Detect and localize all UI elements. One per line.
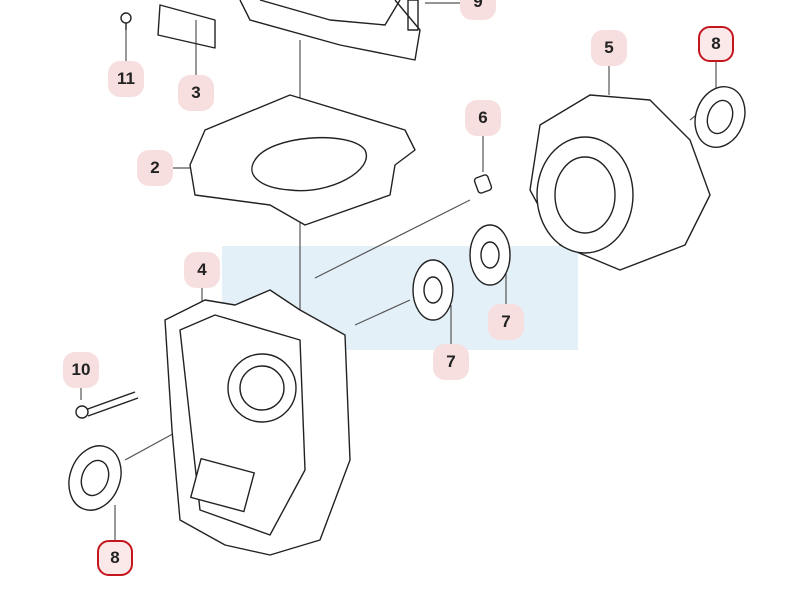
callout-5[interactable]: 5: [591, 30, 627, 66]
callout-4[interactable]: 4: [184, 252, 220, 288]
callout-10[interactable]: 10: [63, 352, 99, 388]
callout-8-highlighted-right[interactable]: 8: [698, 26, 734, 62]
screw-11: [120, 12, 132, 30]
bolt-10: [75, 391, 139, 419]
pin-6: [473, 174, 493, 194]
callout-6[interactable]: 6: [465, 100, 501, 136]
bearing-7-right: [469, 224, 511, 286]
callout-2[interactable]: 2: [137, 150, 173, 186]
callout-7-left[interactable]: 7: [433, 344, 469, 380]
seal-8-left: [68, 445, 122, 511]
callout-7-right[interactable]: 7: [488, 304, 524, 340]
crankcase-half-5: [529, 94, 711, 271]
gasket-2: [189, 94, 416, 226]
crankcase-half-4: [164, 289, 351, 556]
callout-8-highlighted-left[interactable]: 8: [97, 540, 133, 576]
plate-3: [157, 4, 216, 49]
callout-3[interactable]: 3: [178, 75, 214, 111]
leader-lines: [80, 2, 717, 540]
top-cylinder-part: [239, 0, 421, 61]
bearing-7-left: [412, 259, 454, 321]
callout-9[interactable]: 9: [460, 0, 496, 20]
seal-8-right: [694, 86, 746, 148]
callout-11[interactable]: 11: [108, 61, 144, 97]
